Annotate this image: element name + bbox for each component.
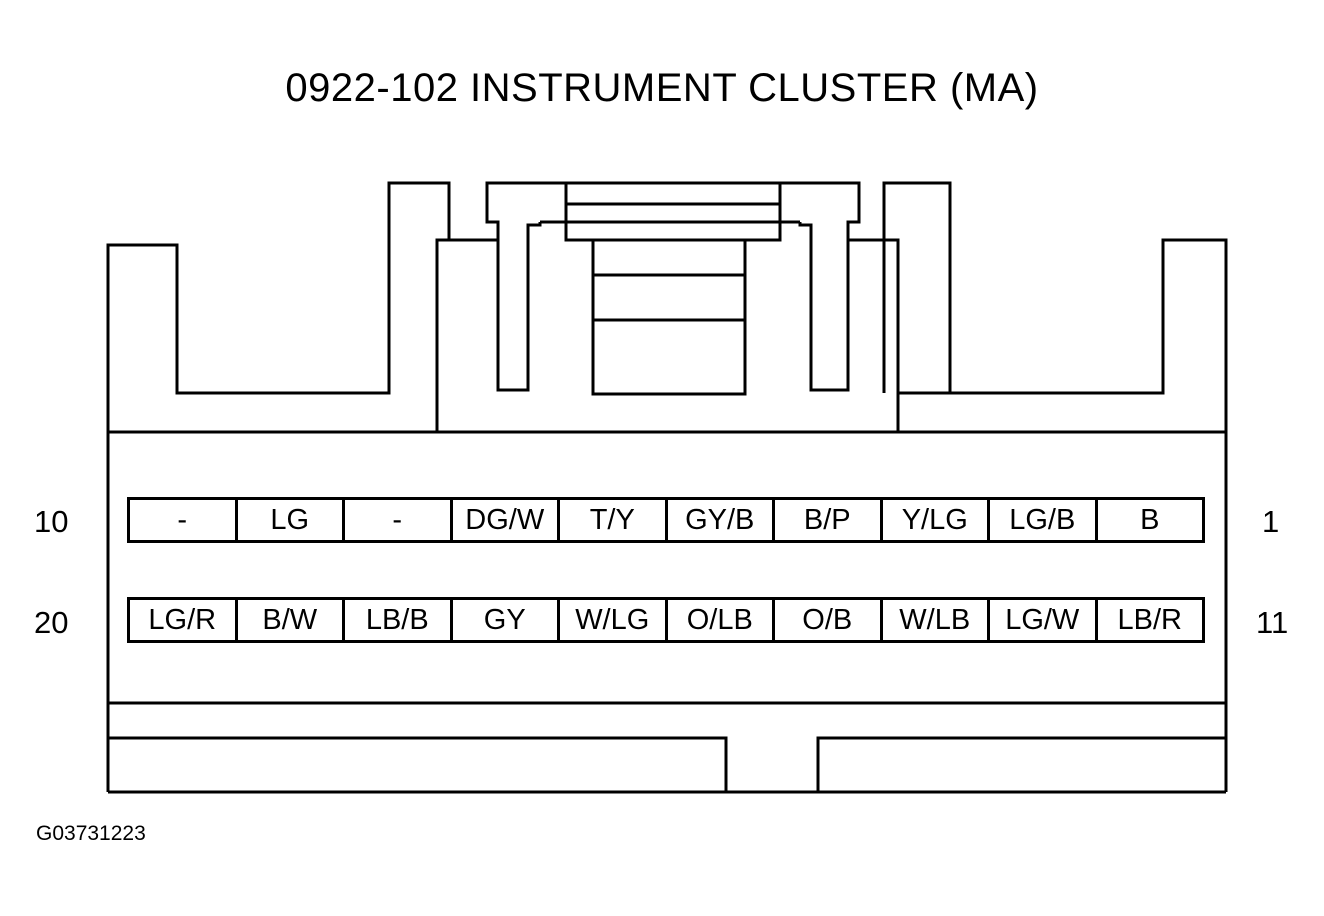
pin-cell: LB/R <box>1117 603 1182 636</box>
pin-number-20: 20 <box>34 605 69 640</box>
pin-cell: Y/LG <box>883 500 990 540</box>
right-latch <box>798 222 850 392</box>
pin-cell: B/W <box>238 600 345 640</box>
pin-cell: W/LB <box>883 600 990 640</box>
pin-cell: O/LB <box>668 600 775 640</box>
right-post <box>882 181 952 393</box>
pin-cell: DG/W <box>453 500 560 540</box>
diagram-title: 0922-102 INSTRUMENT CLUSTER (MA) <box>285 66 1039 110</box>
pin-cell: LB/B <box>345 600 453 640</box>
pin-cell: W/LG <box>560 600 668 640</box>
pin-cell: LG/W <box>990 600 1098 640</box>
pin-row-top: - LG - DG/W T/Y GY/B B/P Y/LG LG/B B <box>127 497 1205 543</box>
pin-cell: GY/B <box>668 500 775 540</box>
pin-cell: O/B <box>775 600 883 640</box>
pin-cell: LG <box>238 500 345 540</box>
pin-row-bottom: LG/R B/W LB/B GY W/LG O/LB O/B W/LB LG/W… <box>127 597 1205 643</box>
pin-cell: LG/B <box>990 500 1098 540</box>
left-latch <box>496 222 542 392</box>
pin-cell: T/Y <box>560 500 668 540</box>
pin-cell: B/P <box>775 500 883 540</box>
pin-cell: LG/R <box>130 600 238 640</box>
connector-body-outline <box>106 181 451 432</box>
pin-cell: B <box>1140 503 1160 536</box>
pin-cell: - <box>345 500 453 540</box>
pin-cell: GY <box>453 600 560 640</box>
connector-body-outline-right <box>896 238 1228 432</box>
center-tower-outline <box>437 181 900 432</box>
pin-number-1: 1 <box>1262 504 1280 539</box>
pin-number-11: 11 <box>1256 605 1289 640</box>
figure-id: G03731223 <box>36 822 146 845</box>
pin-number-10: 10 <box>34 504 69 539</box>
pin-cell: - <box>130 500 238 540</box>
